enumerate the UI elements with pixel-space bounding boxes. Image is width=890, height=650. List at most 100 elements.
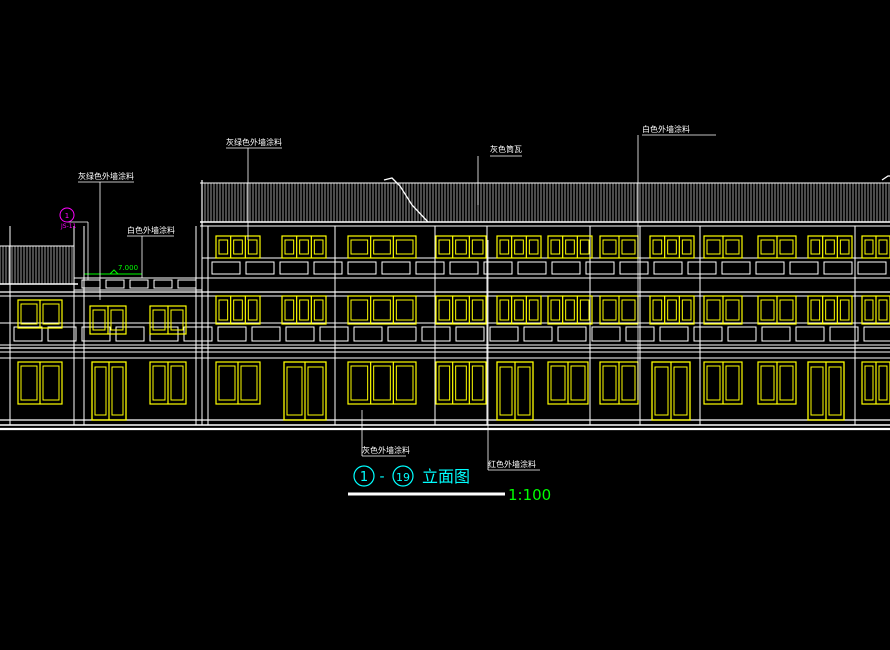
terrace-railing-panel bbox=[105, 279, 125, 289]
window-pane bbox=[810, 239, 821, 255]
lattice-window bbox=[435, 235, 487, 259]
window-pane bbox=[602, 239, 617, 255]
window-pane bbox=[299, 239, 309, 255]
window-pane bbox=[92, 309, 106, 331]
terrace-railing-panel bbox=[177, 279, 197, 289]
window-pane bbox=[218, 365, 236, 401]
window-pane bbox=[42, 365, 60, 401]
balustrade-panel bbox=[551, 261, 581, 275]
window-pane bbox=[760, 239, 775, 255]
window-pane bbox=[839, 239, 850, 255]
balustrade-panel bbox=[693, 326, 723, 342]
window-pane bbox=[152, 309, 166, 331]
window-pane bbox=[42, 303, 60, 325]
window-pane bbox=[602, 365, 617, 401]
window-pane bbox=[725, 239, 740, 255]
door-leaf bbox=[94, 366, 107, 416]
window-pane bbox=[652, 299, 663, 321]
title-axis-start-circle bbox=[353, 465, 375, 487]
window-pane bbox=[570, 365, 586, 401]
window-pane bbox=[621, 365, 636, 401]
window-pane bbox=[864, 239, 874, 255]
door-leaf bbox=[673, 366, 688, 416]
lattice-window bbox=[347, 361, 417, 405]
terrace-railing-panel bbox=[129, 279, 149, 289]
balustrade-panel bbox=[415, 261, 445, 275]
note-grey-wall-paint-lower: 灰色外墙涂料 bbox=[362, 445, 410, 455]
note-grey-green-wall-paint: 灰绿色外墙涂料 bbox=[78, 171, 134, 181]
door-leaf bbox=[499, 366, 513, 416]
window-pane bbox=[579, 239, 590, 255]
title-axis-end: 19 bbox=[396, 471, 410, 484]
window-pane bbox=[550, 299, 561, 321]
terrace-railing-panel bbox=[153, 279, 173, 289]
window-pane bbox=[725, 299, 740, 321]
balustrade-panel bbox=[557, 326, 587, 342]
balustrade-panel bbox=[721, 261, 751, 275]
window-pane bbox=[550, 239, 561, 255]
roof-ridge-ornament-right bbox=[881, 175, 890, 181]
window-pane bbox=[602, 299, 617, 321]
window-pane bbox=[240, 365, 258, 401]
window-pane bbox=[667, 299, 677, 321]
balustrade-panel bbox=[245, 261, 275, 275]
window-pane bbox=[514, 239, 524, 255]
title-name: 立面图 bbox=[422, 467, 470, 486]
note-white-wall-paint-right: 白色外墙涂料 bbox=[642, 124, 690, 134]
balustrade-panel bbox=[829, 326, 859, 342]
window-pane bbox=[247, 299, 258, 321]
window-pane bbox=[313, 239, 324, 255]
note-grey-wall-paint-upper: 灰绿色外墙涂料 bbox=[226, 137, 282, 147]
window-pane bbox=[652, 239, 663, 255]
window-pane bbox=[825, 299, 835, 321]
window-pane bbox=[779, 299, 794, 321]
window-pane bbox=[706, 239, 721, 255]
window-pane bbox=[810, 299, 821, 321]
window-pane bbox=[839, 299, 850, 321]
window-pane bbox=[284, 239, 295, 255]
window-pane bbox=[350, 365, 369, 401]
level-elevation-label: 7.000 bbox=[118, 264, 138, 272]
balustrade-panel bbox=[659, 326, 689, 342]
lattice-window bbox=[547, 295, 593, 325]
lattice-window bbox=[435, 295, 487, 325]
door-leaf bbox=[828, 366, 842, 416]
note-red-wall-paint: 红色外墙涂料 bbox=[488, 459, 536, 469]
window-pane bbox=[779, 239, 794, 255]
window-pane bbox=[438, 239, 451, 255]
level-triangle bbox=[109, 269, 119, 275]
window-pane bbox=[528, 299, 539, 321]
window-pane bbox=[779, 365, 794, 401]
window-pane bbox=[395, 365, 414, 401]
window-pane bbox=[373, 365, 391, 401]
balustrade-panel bbox=[585, 261, 615, 275]
window-pane bbox=[864, 365, 874, 401]
window-pane bbox=[455, 239, 467, 255]
window-pane bbox=[373, 239, 391, 255]
window-pane bbox=[878, 239, 888, 255]
balustrade-panel bbox=[285, 326, 315, 342]
balustrade-panel bbox=[823, 261, 853, 275]
window-pane bbox=[233, 239, 243, 255]
window-pane bbox=[247, 239, 258, 255]
balustrade-panel bbox=[489, 326, 519, 342]
lattice-window bbox=[496, 235, 542, 259]
window-pane bbox=[499, 299, 510, 321]
balustrade-panel bbox=[625, 326, 655, 342]
window-pane bbox=[233, 299, 243, 321]
balustrade-panel bbox=[455, 326, 485, 342]
balustrade-panel bbox=[687, 261, 717, 275]
balustrade-panel bbox=[347, 261, 377, 275]
window-pane bbox=[706, 299, 721, 321]
roof-ridge-ornament bbox=[383, 177, 429, 223]
balustrade-panel bbox=[217, 326, 247, 342]
window-pane bbox=[110, 309, 124, 331]
note-white-wall-paint-left: 白色外墙涂料 bbox=[127, 225, 175, 235]
lattice-window bbox=[281, 295, 327, 325]
window-pane bbox=[170, 309, 184, 331]
door-leaf bbox=[517, 366, 531, 416]
window-pane bbox=[725, 365, 740, 401]
terrace-railing-panel bbox=[81, 279, 101, 289]
balustrade-panel bbox=[857, 261, 887, 275]
